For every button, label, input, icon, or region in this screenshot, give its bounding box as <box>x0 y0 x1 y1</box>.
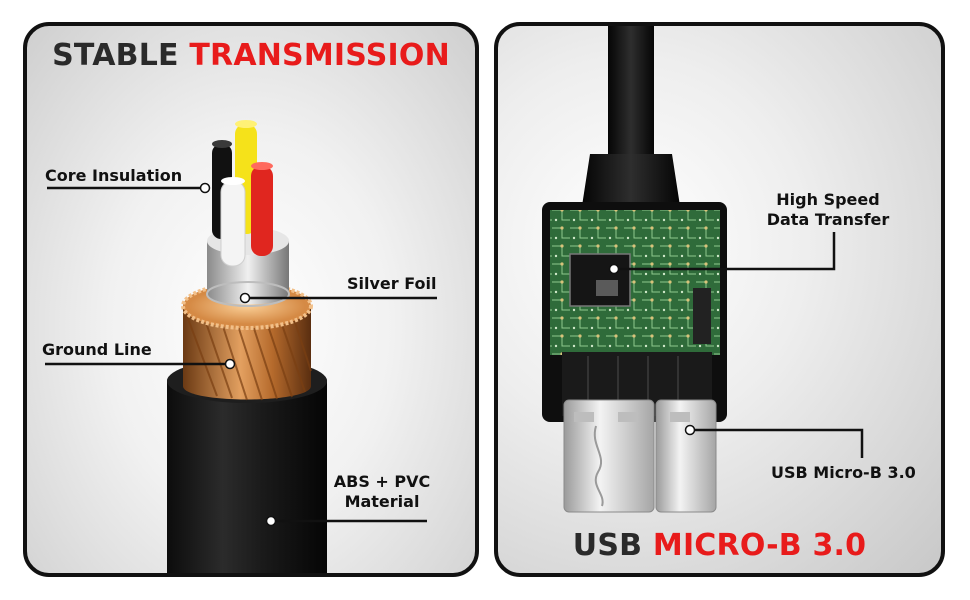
leader-lines <box>45 186 437 523</box>
label-core-insulation: Core Insulation <box>45 166 183 185</box>
label-usb-micro-b-3: USB Micro-B 3.0 <box>771 463 916 482</box>
cable-cross-section-illustration <box>45 120 437 573</box>
title-dark-text: USB <box>572 528 643 563</box>
label-silver-foil: Silver Foil <box>347 274 437 293</box>
stable-transmission-panel: STABLE TRANSMISSION <box>23 22 479 577</box>
usb-cable <box>582 26 680 206</box>
title-red-text: MICRO-B 3.0 <box>652 528 867 563</box>
panel-title-usb-micro-b: USB MICRO-B 3.0 <box>498 528 941 563</box>
connector-housing <box>542 202 727 422</box>
label-ground-line: Ground Line <box>42 340 152 359</box>
silver-foil-dot <box>239 292 251 304</box>
usb-connector-illustration <box>542 26 864 513</box>
label-high-speed-line1: High Speed <box>776 190 880 209</box>
label-abs-pvc-material: ABS + PVC Material <box>327 472 437 512</box>
usb-micro-b-panel: High Speed Data Transfer USB Micro-B 3.0… <box>494 22 945 577</box>
high-speed-dot <box>608 263 620 275</box>
title-red-text: TRANSMISSION <box>189 38 450 73</box>
leader-lines-right <box>614 232 864 458</box>
abs-pvc-dot <box>265 515 277 527</box>
usb-micro-b-leader <box>690 428 864 458</box>
usb-micro-b-dot <box>684 424 696 436</box>
core-wires <box>212 120 273 267</box>
ground-line-dot <box>224 358 236 370</box>
title-dark-text: STABLE <box>52 38 179 73</box>
label-high-speed-line2: Data Transfer <box>766 210 890 229</box>
core-insulation-dot <box>199 182 211 194</box>
label-abs-pvc-line1: ABS + PVC <box>333 472 431 491</box>
panel-title-stable-transmission: STABLE TRANSMISSION <box>27 38 475 73</box>
micro-b-metal-plug <box>563 399 717 513</box>
label-abs-pvc-line2: Material <box>344 492 420 511</box>
label-high-speed-data-transfer: High Speed Data Transfer <box>758 190 898 230</box>
high-speed-leader <box>614 232 836 271</box>
